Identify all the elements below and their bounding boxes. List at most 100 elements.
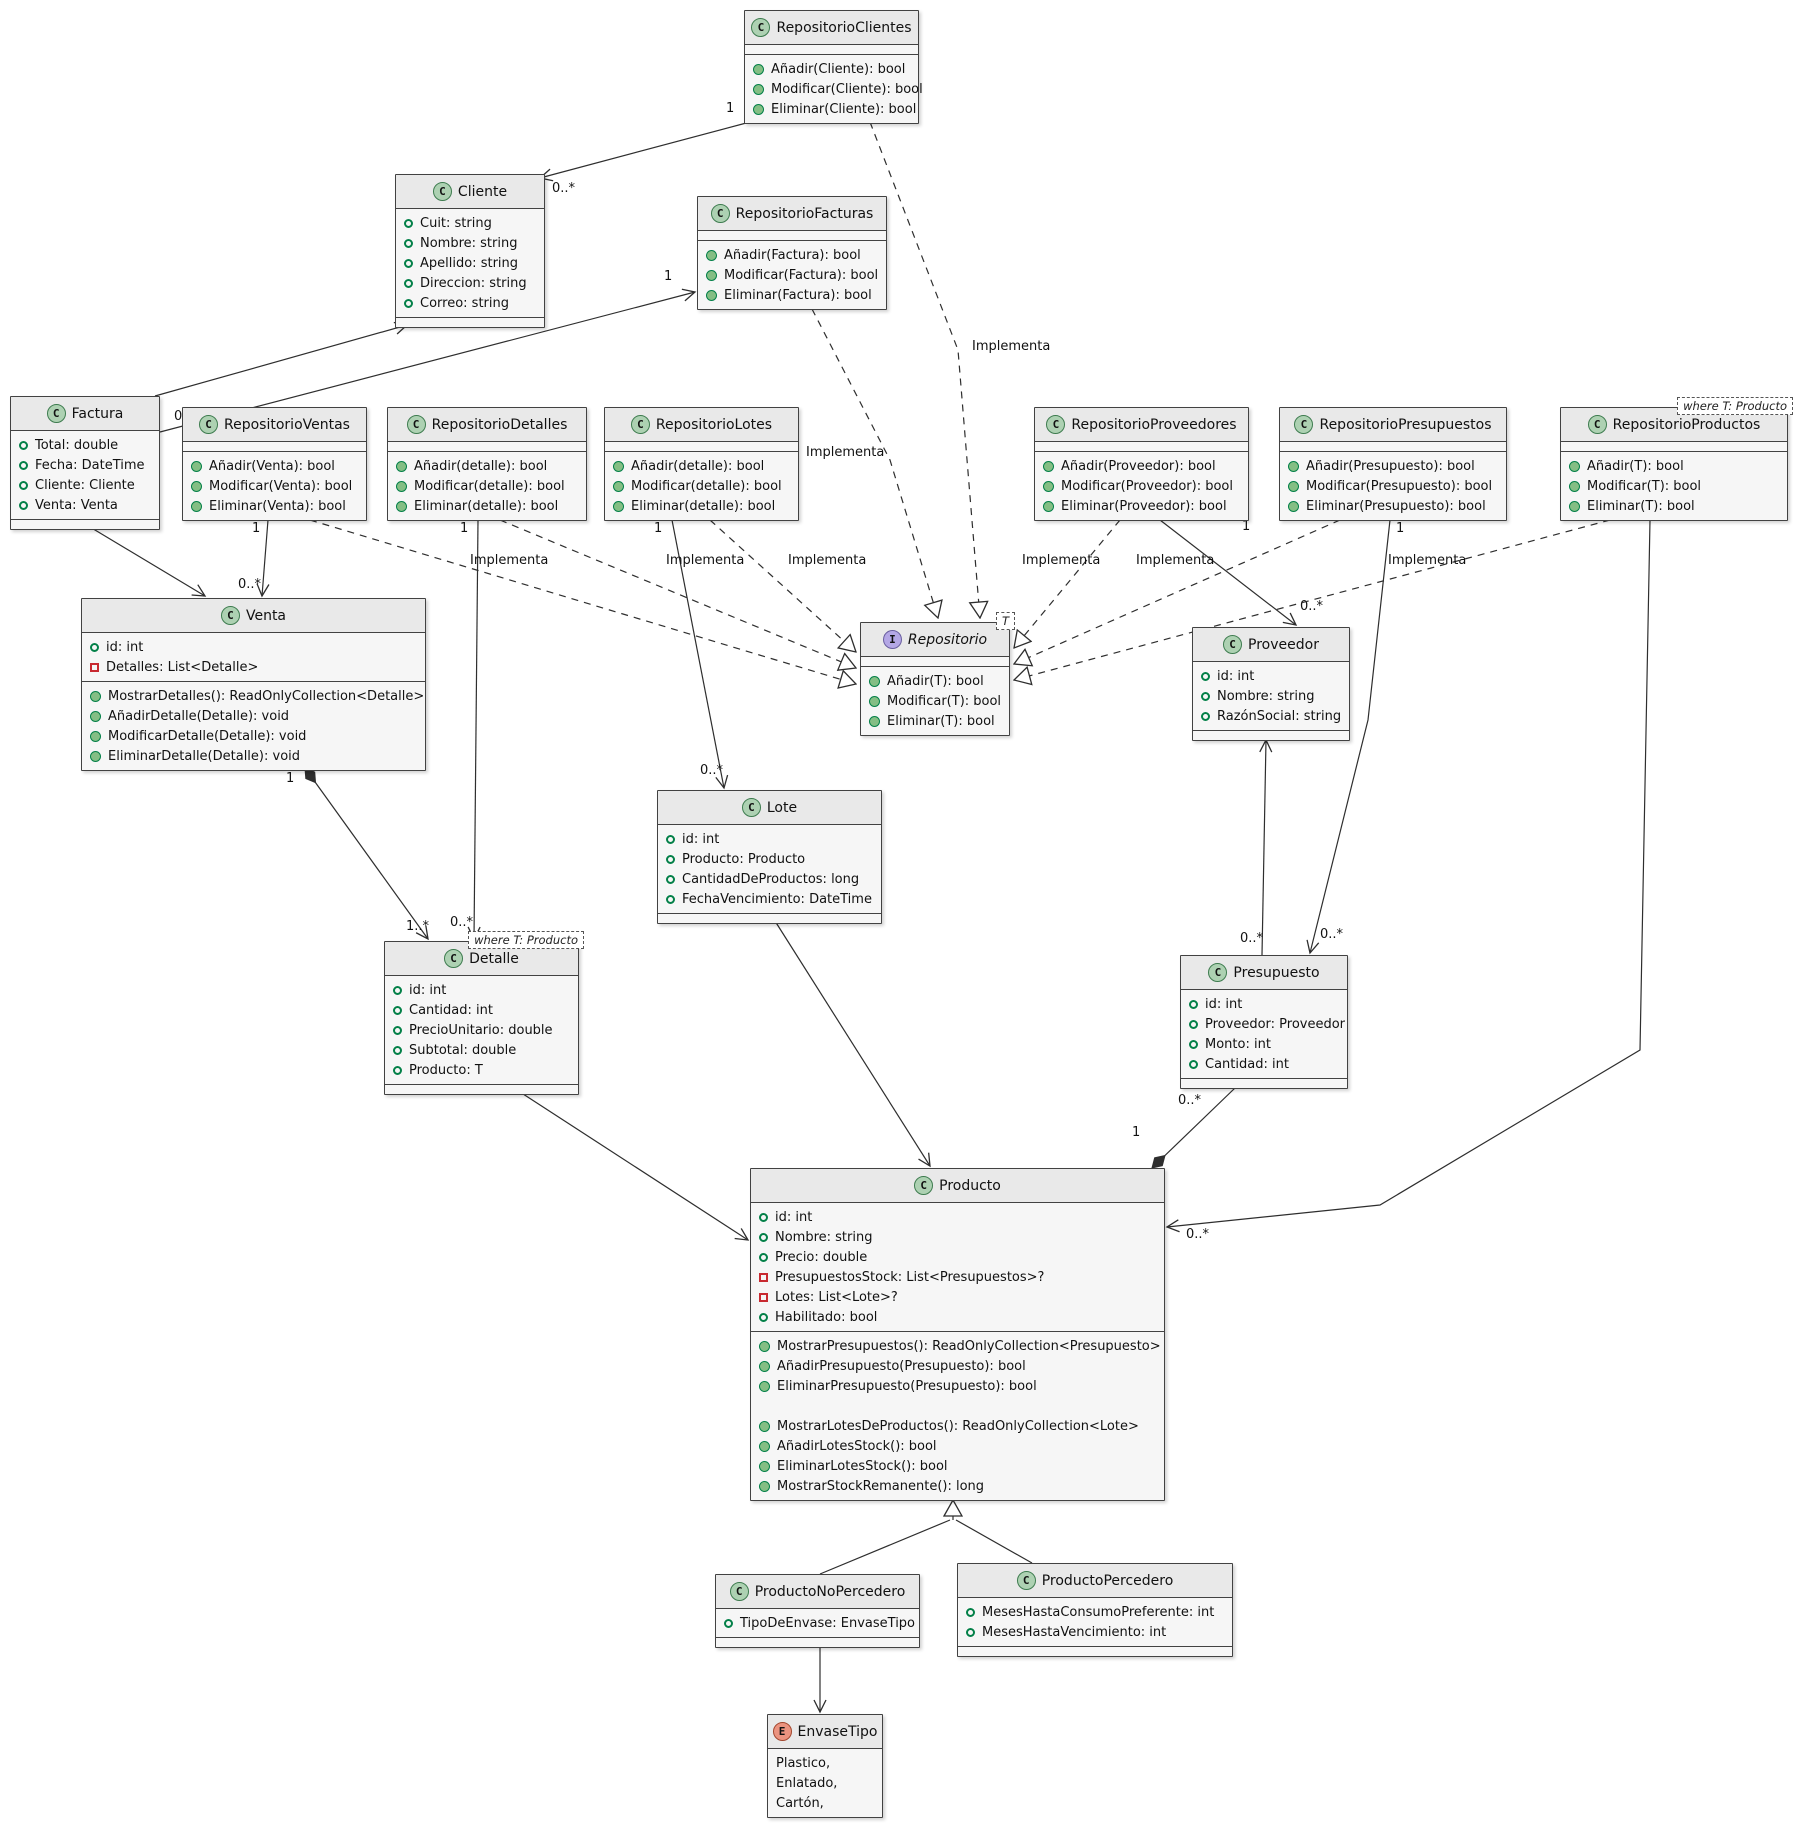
member-text: Añadir(T): bool (887, 673, 984, 689)
member-text: Cliente: Cliente (35, 477, 135, 493)
public-field-icon (404, 238, 413, 248)
multiplicity-label: 0..* (1320, 927, 1344, 942)
multiplicity-label: 1 (1396, 521, 1404, 536)
multiplicity-label: 0..* (1300, 599, 1324, 614)
member-text: id: int (682, 831, 720, 847)
implements-label: Implementa (1022, 553, 1100, 568)
member-text: Lotes: List<Lote>? (775, 1289, 898, 1305)
member-text: Total: double (35, 437, 119, 453)
public-field-icon (666, 874, 675, 884)
generic-template-tag: where T: Producto (1677, 397, 1793, 415)
member-row: Añadir(Factura): bool (698, 245, 886, 265)
member-text: MostrarLotesDeProductos(): ReadOnlyColle… (777, 1418, 1139, 1434)
member-row: Añadir(detalle): bool (388, 456, 586, 476)
public-method-icon (759, 1340, 770, 1352)
public-field-icon (666, 854, 675, 864)
member-text: PresupuestosStock: List<Presupuestos>? (775, 1269, 1045, 1285)
edge-factura-venta (89, 526, 207, 597)
member-text: MostrarPresupuestos(): ReadOnlyCollectio… (777, 1338, 1161, 1354)
public-method-icon (90, 710, 101, 722)
public-field-icon (1201, 691, 1210, 701)
public-method-icon (706, 289, 717, 301)
multiplicity-label: 0..* (552, 181, 576, 196)
interface-stereotype-icon: I (882, 630, 902, 649)
multiplicity-label: 1 (1132, 1125, 1140, 1140)
member-text: Modificar(detalle): bool (414, 478, 565, 494)
member-row: Modificar(Venta): bool (183, 476, 366, 496)
member-row: ModificarDetalle(Detalle): void (82, 726, 425, 746)
class-header: C RepositorioPresupuestos (1280, 408, 1506, 442)
member-text: CantidadDeProductos: long (682, 871, 860, 887)
member-text: Modificar(T): bool (1587, 478, 1702, 494)
edge-lote-producto (774, 920, 931, 1168)
fields-compartment (388, 442, 586, 451)
member-row: Lotes: List<Lote>? (751, 1287, 1164, 1307)
class-name: Cliente (457, 183, 508, 200)
methods-compartment (385, 1084, 578, 1094)
member-text: Cantidad: int (409, 1002, 493, 1018)
public-field-icon (1189, 999, 1198, 1009)
member-row: id: int (385, 980, 578, 1000)
public-method-icon (753, 83, 764, 95)
member-row: Correo: string (396, 293, 544, 313)
member-row: EliminarPresupuesto(Presupuesto): bool (751, 1376, 1164, 1396)
class-name: ProductoPercedero (1041, 1572, 1174, 1589)
fields-compartment (183, 442, 366, 451)
multiplicity-label: 1 (664, 269, 672, 284)
public-field-icon (759, 1212, 768, 1222)
public-field-icon (393, 1025, 402, 1035)
implements-label: Implementa (666, 553, 744, 568)
member-text: Eliminar(Proveedor): bool (1061, 498, 1227, 514)
member-row: Modificar(Factura): bool (698, 265, 886, 285)
member-text: Fecha: DateTime (35, 457, 145, 473)
member-text: Modificar(Presupuesto): bool (1306, 478, 1493, 494)
member-row: Detalles: List<Detalle> (82, 657, 425, 677)
member-text: AñadirLotesStock(): bool (777, 1438, 937, 1454)
member-row: Eliminar(Cliente): bool (745, 99, 918, 119)
member-text: Apellido: string (420, 255, 519, 271)
class-stereotype-icon: C (46, 404, 66, 423)
edge-repodetalles-detalle (467, 519, 481, 941)
class-name: EnvaseTipo (797, 1723, 878, 1740)
member-text: Eliminar(Venta): bool (209, 498, 346, 514)
member-row: Añadir(Cliente): bool (745, 59, 918, 79)
class-stereotype-icon: C (220, 606, 240, 625)
member-row: PresupuestosStock: List<Presupuestos>? (751, 1267, 1164, 1287)
public-method-icon (1288, 500, 1299, 512)
member-row: Eliminar(detalle): bool (388, 496, 586, 516)
multiplicity-label: 1 (1242, 519, 1250, 534)
public-method-icon (759, 1480, 770, 1492)
member-row: EliminarLotesStock(): bool (751, 1456, 1164, 1476)
member-row: Habilitado: bool (751, 1307, 1164, 1327)
class-name: RepositorioLotes (655, 416, 773, 433)
class-name: Producto (939, 1177, 1001, 1194)
member-row: TipoDeEnvase: EnvaseTipo (716, 1613, 919, 1633)
member-text: id: int (106, 639, 144, 655)
methods-compartment (396, 317, 544, 327)
member-text: Modificar(detalle): bool (631, 478, 782, 494)
class-stereotype-icon: C (1294, 415, 1314, 434)
public-field-icon (1189, 1059, 1198, 1069)
member-row: Cartón, (768, 1793, 882, 1813)
fields-compartment (1035, 442, 1248, 451)
member-row: Subtotal: double (385, 1040, 578, 1060)
member-row: Modificar(Cliente): bool (745, 79, 923, 99)
class-name: RepositorioPresupuestos (1319, 416, 1492, 433)
member-row: Venta: Venta (11, 495, 159, 515)
edge-presupuesto-proveedor (1259, 738, 1273, 956)
public-field-icon (724, 1618, 733, 1628)
member-text: Producto: T (409, 1062, 483, 1078)
member-row: Proveedor: Proveedor (1181, 1014, 1347, 1034)
public-method-icon (869, 715, 880, 727)
member-row: Cuit: string (396, 213, 544, 233)
class-name: Detalle (469, 950, 519, 967)
